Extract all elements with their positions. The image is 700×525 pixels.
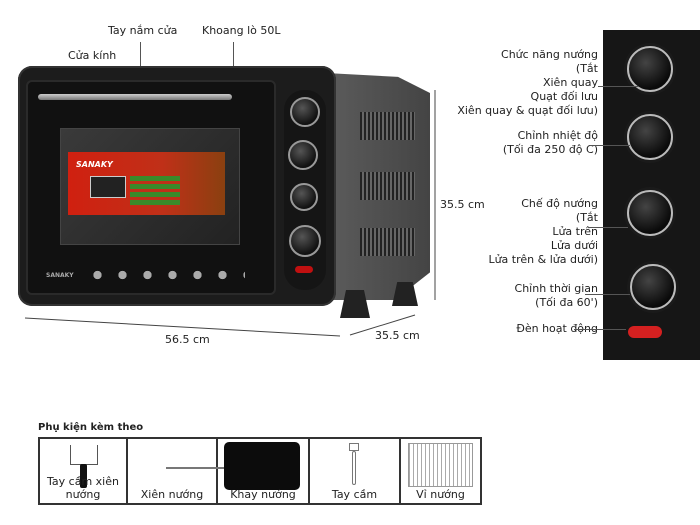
depth-arrow [349,314,416,336]
control-label-timer: Chỉnh thời gian (Tối đa 60') [515,282,598,310]
width-arrow [24,317,341,337]
leader-line [588,227,628,228]
grill-rack-icon [408,443,473,487]
control-line: Lửa trên & lửa dưới) [488,253,598,266]
control-line: Quạt đối lưu [530,90,598,103]
control-label-lamp: Đèn hoạt động [516,322,598,336]
control-label-mode: Chế độ nướng (Tắt Lửa trên Lửa dưới Lửa … [488,197,598,267]
accessories-title: Phụ kiện kèm theo [38,422,144,433]
tray-handle-icon [349,443,359,451]
door-brand: SANAKY [46,272,74,279]
control-label-function: Chức năng nướng (Tắt Xiên quay Quạt đối … [457,48,598,118]
leader-line [574,329,626,330]
mode-knob [290,183,318,211]
control-line: Lửa trên [552,225,598,238]
vent [360,172,415,200]
baking-tray-icon [224,442,300,490]
control-line: (Tắt [575,211,598,224]
indicator-lamp [295,266,313,273]
accessory-label: Khay nướng [230,488,296,501]
door-handle [38,94,232,100]
control-title: Chế độ nướng [521,197,598,210]
accessory-cell: Vỉ nướng [401,437,482,505]
control-line: Xiên quay & quạt đối lưu) [457,104,598,117]
skewer-handle-icon [70,445,98,465]
leader-line [585,294,630,295]
timer-knob [289,225,321,257]
leader-line [598,86,638,87]
timer-knob-closeup [630,264,676,310]
control-line: (Tối đa 250 độ C) [502,143,598,156]
accessory-label: Tay cầm xiên nướng [47,475,119,501]
skewer-icon [166,467,236,469]
accessory-cell: Tay cầm xiên nướng [38,437,128,505]
accessory-label: Vỉ nướng [416,488,465,501]
tray-handle-stem [352,451,356,485]
control-line: (Tối đa 60') [535,296,598,309]
width-dimension: 56.5 cm [165,333,210,346]
sticker-features [130,176,180,206]
height-dimension: 35.5 cm [440,198,485,211]
skewer-handle-grip [80,464,87,488]
control-line: Xiên quay [542,76,598,89]
function-icons [85,270,245,280]
door-handle-label: Tay nắm cửa [108,24,178,37]
control-line: Lửa dưới [550,239,598,252]
vent [360,228,415,256]
cavity-label: Khoang lò 50L [202,24,281,37]
temperature-knob-closeup [627,114,673,160]
leader-line [590,145,630,146]
temperature-knob [288,140,318,170]
depth-dimension: 35.5 cm [375,329,420,342]
control-title: Chỉnh thời gian [514,282,598,295]
indicator-lamp-closeup [628,326,662,338]
control-line: (Tắt [575,62,598,75]
accessory-cell: Khay nướng [218,437,310,505]
control-title: Chức năng nướng [501,48,598,61]
oven-foot [392,282,418,306]
accessory-cell: Tay cầm [310,437,401,505]
function-knob-closeup [627,46,673,92]
control-title: Đèn hoạt động [516,322,598,335]
control-title: Chỉnh nhiệt độ [517,129,598,142]
vent [360,112,415,140]
sticker-oven-image [90,176,126,198]
glass-door-label: Cửa kính [68,49,117,62]
mode-knob-closeup [627,190,673,236]
accessory-label: Tay cầm [331,488,378,501]
accessory-label: Xiên nướng [140,488,204,501]
sticker-brand: SANAKY [76,160,113,169]
control-label-temperature: Chỉnh nhiệt độ (Tối đa 250 độ C) [503,129,598,157]
function-knob [290,97,320,127]
product-sticker: SANAKY [68,152,225,215]
accessory-cell: Xiên nướng [128,437,236,505]
